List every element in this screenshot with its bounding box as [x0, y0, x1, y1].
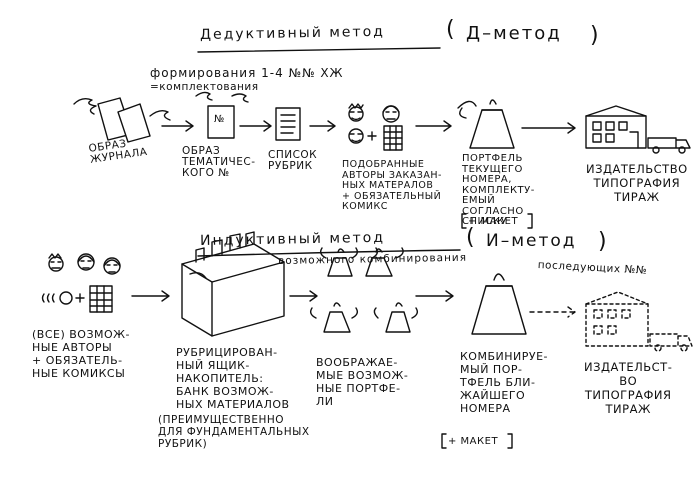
publisher-building-icon — [585, 105, 691, 154]
arrow-box-to-imagined — [289, 290, 318, 302]
arrow-combined-to-publisher — [529, 306, 576, 318]
combined-portfolio-icon — [471, 273, 527, 335]
deductive-abbr: Д–метод — [466, 23, 562, 44]
maket-label-2: + МАКЕТ — [448, 436, 499, 447]
portfolio-icon — [457, 99, 515, 149]
inductive-title: Индуктивный метод — [199, 229, 386, 249]
journal-image-icon — [73, 97, 171, 143]
completion-label: =комплектования — [150, 81, 259, 93]
arrow-portfolio-to-publisher — [521, 122, 576, 134]
maket-label-1: + МАКЕТ — [468, 216, 519, 227]
arrow-authors-to-portfolio — [415, 120, 452, 132]
maket-bracket-1 — [461, 213, 533, 229]
imagined-portfolios-icon — [309, 247, 419, 333]
deductive-title: Дедуктивный метод — [199, 23, 386, 43]
arrow-thematic-to-list — [239, 120, 272, 132]
arrow-imagined-to-combined — [415, 290, 454, 302]
inductive-title-underline — [197, 249, 461, 257]
arrow-list-to-authors — [309, 120, 336, 132]
formation-label: формирования 1-4 №№ ХЖ — [150, 66, 344, 80]
deductive-abbr-open: ( — [446, 17, 457, 42]
rubric-list-icon — [275, 107, 301, 141]
inductive-abbr-close: ) — [598, 229, 609, 254]
arrow-journal-to-thematic — [161, 120, 194, 132]
rubric-box-icon — [181, 231, 285, 337]
thematic-sheet-mark: № — [214, 114, 225, 125]
inductive-abbr-open: ( — [466, 225, 477, 250]
deductive-title-underline — [197, 47, 441, 53]
all-authors-icon — [41, 253, 121, 313]
maket-bracket-2 — [441, 433, 513, 449]
publisher-building-dashed-icon — [585, 291, 693, 352]
thematic-issue-icon — [195, 91, 249, 139]
deductive-abbr-close: ) — [590, 23, 601, 48]
arrow-authors-to-box — [131, 290, 170, 302]
inductive-abbr: И–метод — [486, 231, 577, 251]
all-authors-label: (ВСЕ) ВОЗМОЖ-НЫЕ АВТОРЫ+ ОБЯЗАТЕЛЬ-НЫЕ К… — [32, 328, 130, 380]
selected-authors-icon — [348, 103, 403, 151]
imagined-portfolios-label: ВООБРАЖАЕ-МЫЕ ВОЗМОЖ-НЫЕ ПОРТФЕ-ЛИ — [316, 356, 409, 408]
rubric-box-label: РУБРИЦИРОВАН-НЫЙ ЯЩИК-НАКОПИТЕЛЬ:БАНК ВО… — [176, 346, 290, 411]
